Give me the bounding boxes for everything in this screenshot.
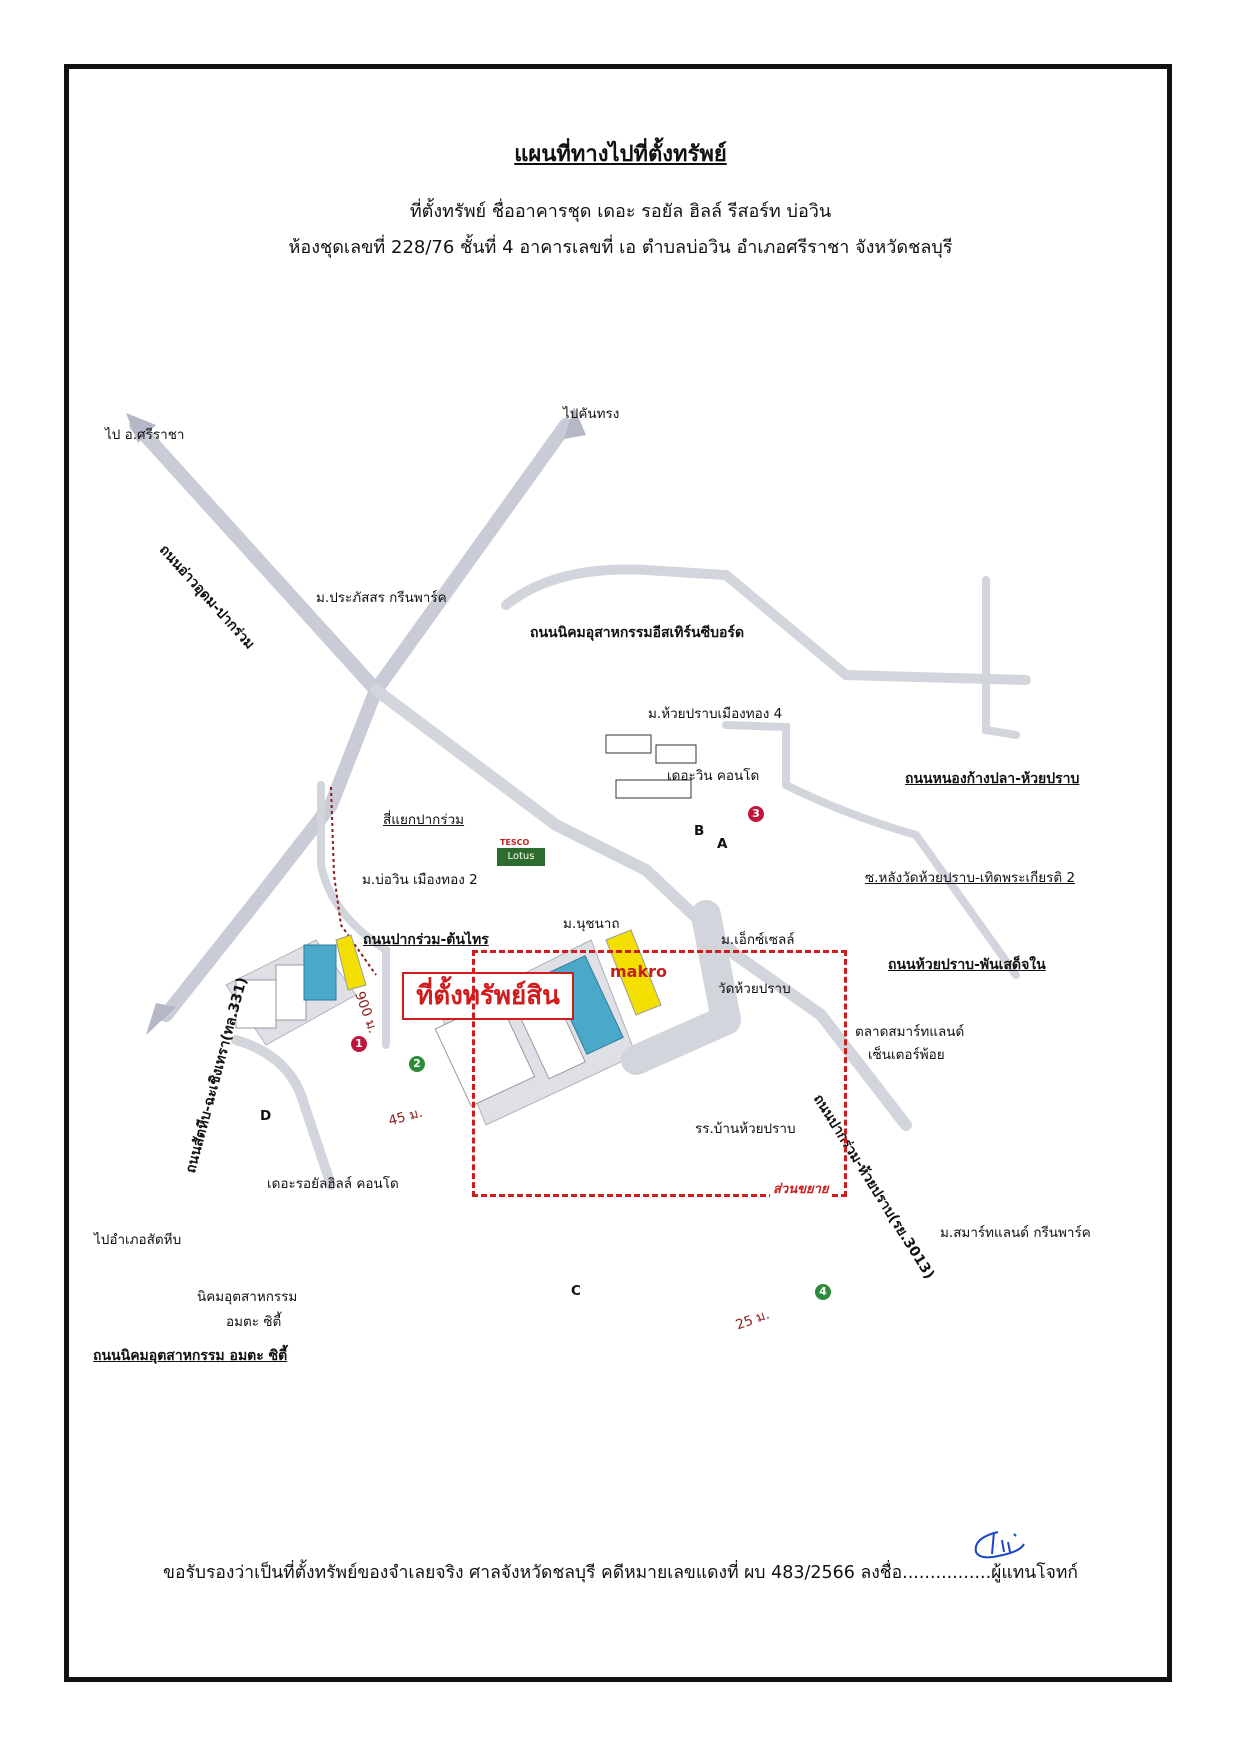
place-excel: ม.เอ็กซ์เซลล์: [721, 932, 795, 948]
arrow-khanthong: [564, 407, 586, 439]
property-cluster: [225, 934, 367, 1046]
road-label-nong-kang-pla: ถนนหนองก้างปลา-ห้วยปราบ: [905, 771, 1080, 787]
marker-4: 4: [815, 1284, 831, 1300]
property-address: ห้องชุดเลขที่ 228/76 ชั้นที่ 4 อาคารเลขท…: [288, 237, 953, 258]
expanded-inset-frame: [472, 950, 847, 1197]
arrow-sriracha: [126, 413, 156, 443]
the-win-cluster: [605, 734, 697, 799]
road-huai-prap-phan: [782, 781, 1020, 979]
place-the-win: เดอะวิน คอนโด: [667, 768, 760, 784]
place-smart-land-market: ตลาดสมาร์ทแลนด์: [855, 1024, 965, 1040]
page-title: แผนที่ทางไปที่ตั้งทรัพย์: [514, 142, 727, 167]
place-bowin-muang-thong: ม.บ่อวิน เมืองทอง 2: [362, 872, 478, 888]
marker-2: 2: [409, 1056, 425, 1072]
building-a: A: [717, 836, 728, 852]
road-east: [982, 576, 1020, 739]
road-label-huai-prap-phan: ถนนห้วยปราบ-พันเสด็จใน: [888, 957, 1046, 973]
label-to-sriracha: ไป อ.ศรีราชา: [105, 427, 185, 443]
place-lotus-logo: Lotus: [497, 848, 545, 866]
place-tesco: TESCO: [500, 838, 530, 847]
place-amata-2: อมตะ ซิตี้: [226, 1314, 282, 1330]
marker-3: 3: [748, 806, 764, 822]
property-name: ที่ตั้งทรัพย์ ชื่ออาคารชุด เดอะ รอยัล ฮิ…: [409, 201, 832, 222]
label-to-khanthong: ไปคันทรง: [563, 406, 620, 422]
road-soi: [722, 721, 790, 789]
arrow-sattahip: [146, 1003, 176, 1035]
place-center-point: เซ็นเตอร์พ้อย: [868, 1047, 945, 1063]
place-prakassorn: ม.ประภัสสร กรีนพาร์ค: [316, 590, 447, 606]
place-wat-huai-prap: วัดห้วยปราบ: [718, 981, 791, 997]
place-smart-land-green: ม.สมาร์ทแลนด์ กรีนพาร์ค: [940, 1225, 1091, 1241]
road-label-amata: ถนนนิคมอุตสาหกรรม อมตะ ซิตี้: [93, 1348, 288, 1364]
label-to-sattahip: ไปอำเภอสัตหีบ: [94, 1232, 182, 1248]
road-local: [317, 781, 391, 1049]
place-makro: makro: [610, 962, 667, 981]
page-frame: [64, 64, 1172, 1682]
expanded-inset-label: ส่วนขยาย: [770, 1178, 832, 1199]
road-amata: [231, 1035, 336, 1190]
building-c: C: [571, 1283, 581, 1299]
route-900m: [330, 786, 377, 976]
road-pak-ruam-huai-prap: [370, 684, 912, 1131]
signature-mark: [974, 1531, 1025, 1559]
road-eastern-seaboard: [501, 564, 1031, 685]
road-label-pak-ruam-ton-sai: ถนนปากร่วม-ต้นไทร: [363, 932, 489, 948]
place-intersection: สี่แยกปากร่วม: [383, 812, 465, 828]
property-location-label: ที่ตั้งทรัพย์สิน: [402, 972, 574, 1020]
marker-1: 1: [351, 1036, 367, 1052]
road-label-soi-lang-wat: ซ.หลังวัดห้วยปราบ-เทิดพระเกียรติ 2: [865, 870, 1076, 886]
place-huai-prap-muang-thong: ม.ห้วยปราบเมืองทอง 4: [648, 706, 783, 722]
road-ao-udom: [129, 418, 385, 1022]
place-amata: นิคมอุตสาหกรรม: [197, 1289, 298, 1305]
building-d: D: [260, 1108, 272, 1124]
place-royal-hill: เดอะรอยัลฮิลล์ คอนโด: [267, 1176, 399, 1192]
road-to-khanthong: [369, 418, 573, 697]
certification-statement: ขอรับรองว่าเป็นที่ตั้งทรัพย์ของจำเลยจริง…: [163, 1563, 1078, 1583]
building-b: B: [694, 823, 705, 839]
place-school: รร.บ้านห้วยปราบ: [695, 1121, 796, 1137]
place-nuchanat: ม.นุชนาถ: [563, 916, 620, 932]
road-label-eastern-seaboard: ถนนนิคมอุสาหกรรมอีสเทิร์นซีบอร์ด: [530, 625, 745, 641]
map-drawing: [126, 407, 1031, 1190]
